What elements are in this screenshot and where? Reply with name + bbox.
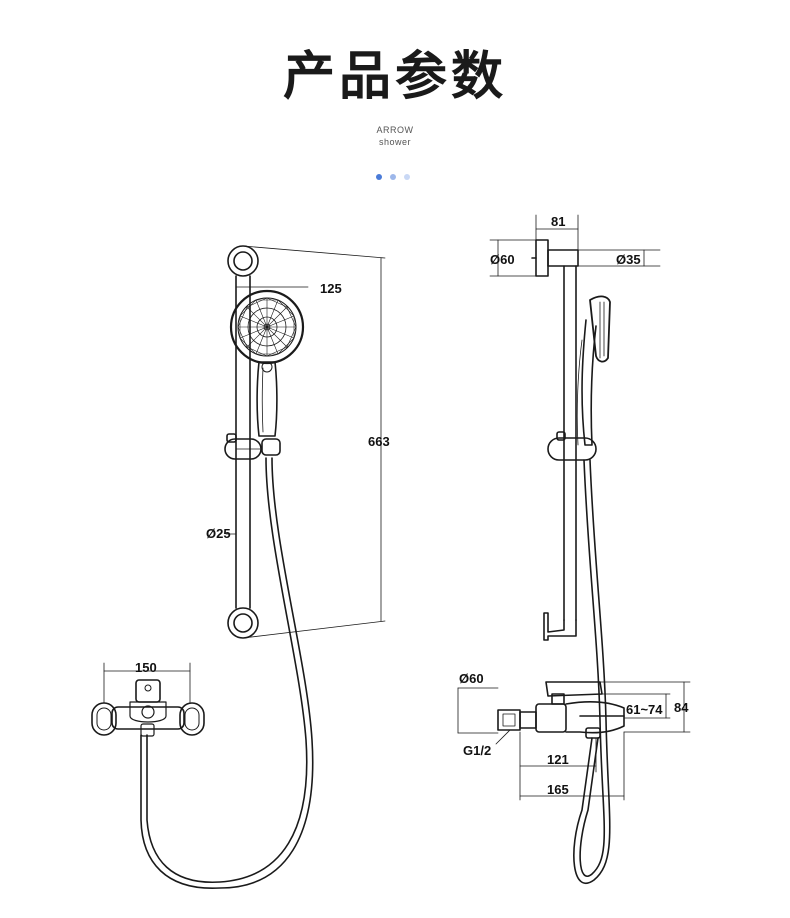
side-mixer — [497, 681, 625, 739]
dim-connection-thread: G1/2 — [463, 743, 491, 758]
side-dimension-lines — [457, 214, 691, 801]
spray-pattern — [237, 297, 297, 357]
front-view — [91, 245, 386, 889]
page-title: 产品参数 — [282, 47, 507, 107]
front-dimension-lines — [103, 245, 386, 704]
dim-spout-reach: 121 — [547, 752, 569, 767]
side-handset — [576, 295, 611, 446]
pagination-dots — [376, 174, 410, 180]
side-rail — [543, 265, 577, 641]
dim-rail-height: 663 — [368, 434, 390, 449]
hose — [140, 457, 314, 889]
dim-wall-plate-diameter: Ø60 — [490, 252, 515, 267]
top-bracket — [531, 239, 579, 277]
side-view — [457, 214, 691, 884]
side-hose — [573, 459, 611, 884]
shower-head — [229, 289, 305, 437]
dim-head-width: 125 — [320, 281, 342, 296]
dimension-labels: 125 663 Ø25 150 81 Ø60 Ø35 Ø60 84 61~74 … — [135, 214, 689, 797]
mixer — [91, 679, 205, 737]
dim-mixer-width: 150 — [135, 660, 157, 675]
subtitle-product: shower — [378, 137, 411, 147]
pagination-dot[interactable] — [404, 174, 410, 180]
subtitle-brand: ARROW — [376, 125, 414, 135]
dim-spout-range: 61~74 — [626, 702, 663, 717]
dim-total-depth: 165 — [547, 782, 569, 797]
dim-mixer-height: 84 — [674, 700, 689, 715]
dim-bracket-diameter: Ø35 — [616, 252, 641, 267]
pagination-dot-active[interactable] — [376, 174, 382, 180]
dim-mixer-plate-diameter: Ø60 — [459, 671, 484, 686]
side-slider — [547, 431, 597, 461]
pagination-dot[interactable] — [390, 174, 396, 180]
dim-rail-diameter: Ø25 — [206, 526, 231, 541]
dim-bracket-depth: 81 — [551, 214, 565, 229]
slider-holder — [224, 433, 281, 460]
